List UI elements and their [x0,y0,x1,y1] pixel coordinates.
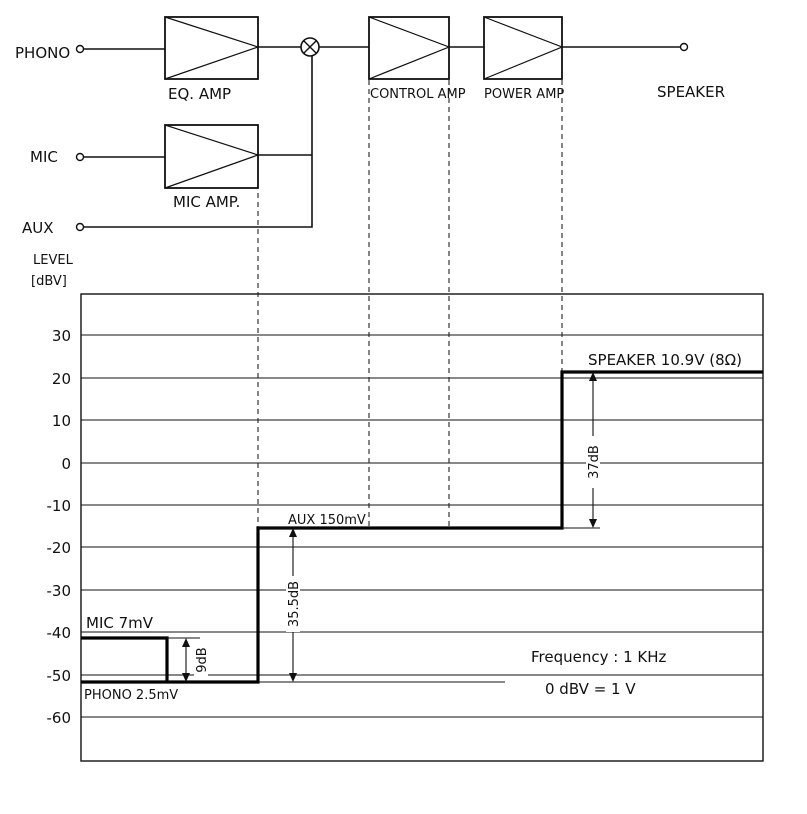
power-amp [483,16,564,80]
tick-label-minus-40: -40 [47,624,72,642]
control-amp-label: CONTROL AMP [370,87,466,102]
power-amp-label: POWER AMP [484,87,564,102]
grid-lines [81,334,763,718]
tick-label-0: 0 [61,455,71,473]
gain-label-35db: 35.5dB [287,581,302,627]
level-unit-label: [dBV] [31,274,67,289]
input-label-mic: MIC [30,148,58,166]
gain-label-9db: 9dB [195,647,210,672]
speaker-label: SPEAKER [657,83,725,101]
level-chart: 30 20 10 0 -10 -20 -30 -40 -50 -60 [47,80,764,762]
mic-terminal [75,152,85,162]
input-label-aux: AUX [22,219,54,237]
tick-label-minus-50: -50 [47,667,72,685]
dimension-9db [182,638,190,682]
eq-amp-label: EQ. AMP [168,85,231,103]
aux-terminal [75,222,85,232]
block-diagram: PHONO MIC AUX [15,16,725,237]
aux-wire [84,56,313,228]
tick-label-minus-30: -30 [47,582,72,600]
phono-terminal [75,44,85,54]
level-trace-main [81,370,763,684]
tick-label-minus-60: -60 [47,709,72,727]
input-label-phono: PHONO [15,44,70,62]
speaker-level-label: SPEAKER 10.9V (8Ω) [588,351,742,369]
gain-35db-backing [286,576,300,632]
tick-label-10: 10 [52,412,71,430]
control-amp [368,16,451,80]
level-label: LEVEL [33,253,74,268]
aux-level-label: AUX 150mV [288,513,366,528]
tick-label-minus-20: -20 [47,539,72,557]
speaker-terminal [679,42,689,52]
tick-label-20: 20 [52,370,71,388]
mixer-icon [300,37,320,57]
gain-label-37db: 37dB [587,445,602,479]
chart-frame [80,293,764,762]
gain-9db-backing [194,644,208,676]
gain-37db-backing [586,436,600,488]
phono-level-label: PHONO 2.5mV [84,688,178,703]
mic-amp-label: MIC AMP. [173,193,240,211]
reference-note: 0 dBV = 1 V [545,680,636,698]
mic-amp [164,124,260,189]
tick-label-minus-10: -10 [47,497,72,515]
eq-amp [164,16,260,80]
stage-boundaries [257,80,563,528]
frequency-note: Frequency : 1 KHz [531,648,667,666]
tick-label-30: 30 [52,327,71,345]
tick-labels: 30 20 10 0 -10 -20 -30 -40 -50 -60 [47,327,72,727]
mic-level-label: MIC 7mV [86,614,154,632]
